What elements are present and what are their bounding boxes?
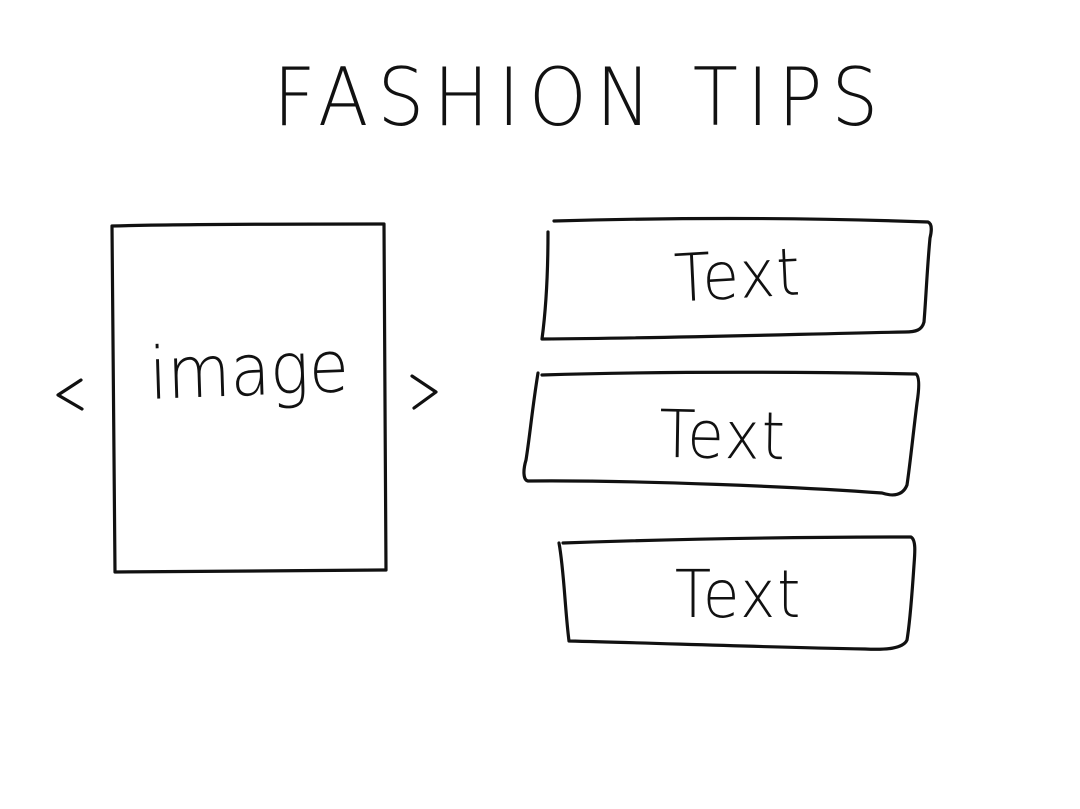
page-title: FASHION TIPS bbox=[273, 51, 888, 144]
image-placeholder: image bbox=[110, 222, 391, 577]
next-image-button[interactable] bbox=[402, 366, 446, 420]
image-placeholder-label: image bbox=[147, 324, 351, 416]
tip-box-3[interactable]: Text bbox=[555, 530, 922, 655]
tip-box-outline bbox=[540, 216, 933, 341]
image-frame-outline bbox=[110, 222, 388, 574]
tip-box-2-label: Text bbox=[658, 395, 788, 476]
tip-box-1[interactable]: Text bbox=[540, 214, 936, 346]
previous-image-button[interactable] bbox=[48, 368, 92, 422]
tip-box-outline bbox=[557, 535, 917, 651]
chevron-right-icon bbox=[410, 374, 438, 410]
tip-box-outline bbox=[522, 370, 921, 497]
tip-box-2[interactable]: Text bbox=[520, 365, 926, 502]
tip-box-3-label: Text bbox=[674, 556, 803, 633]
chevron-left-icon bbox=[56, 378, 84, 411]
